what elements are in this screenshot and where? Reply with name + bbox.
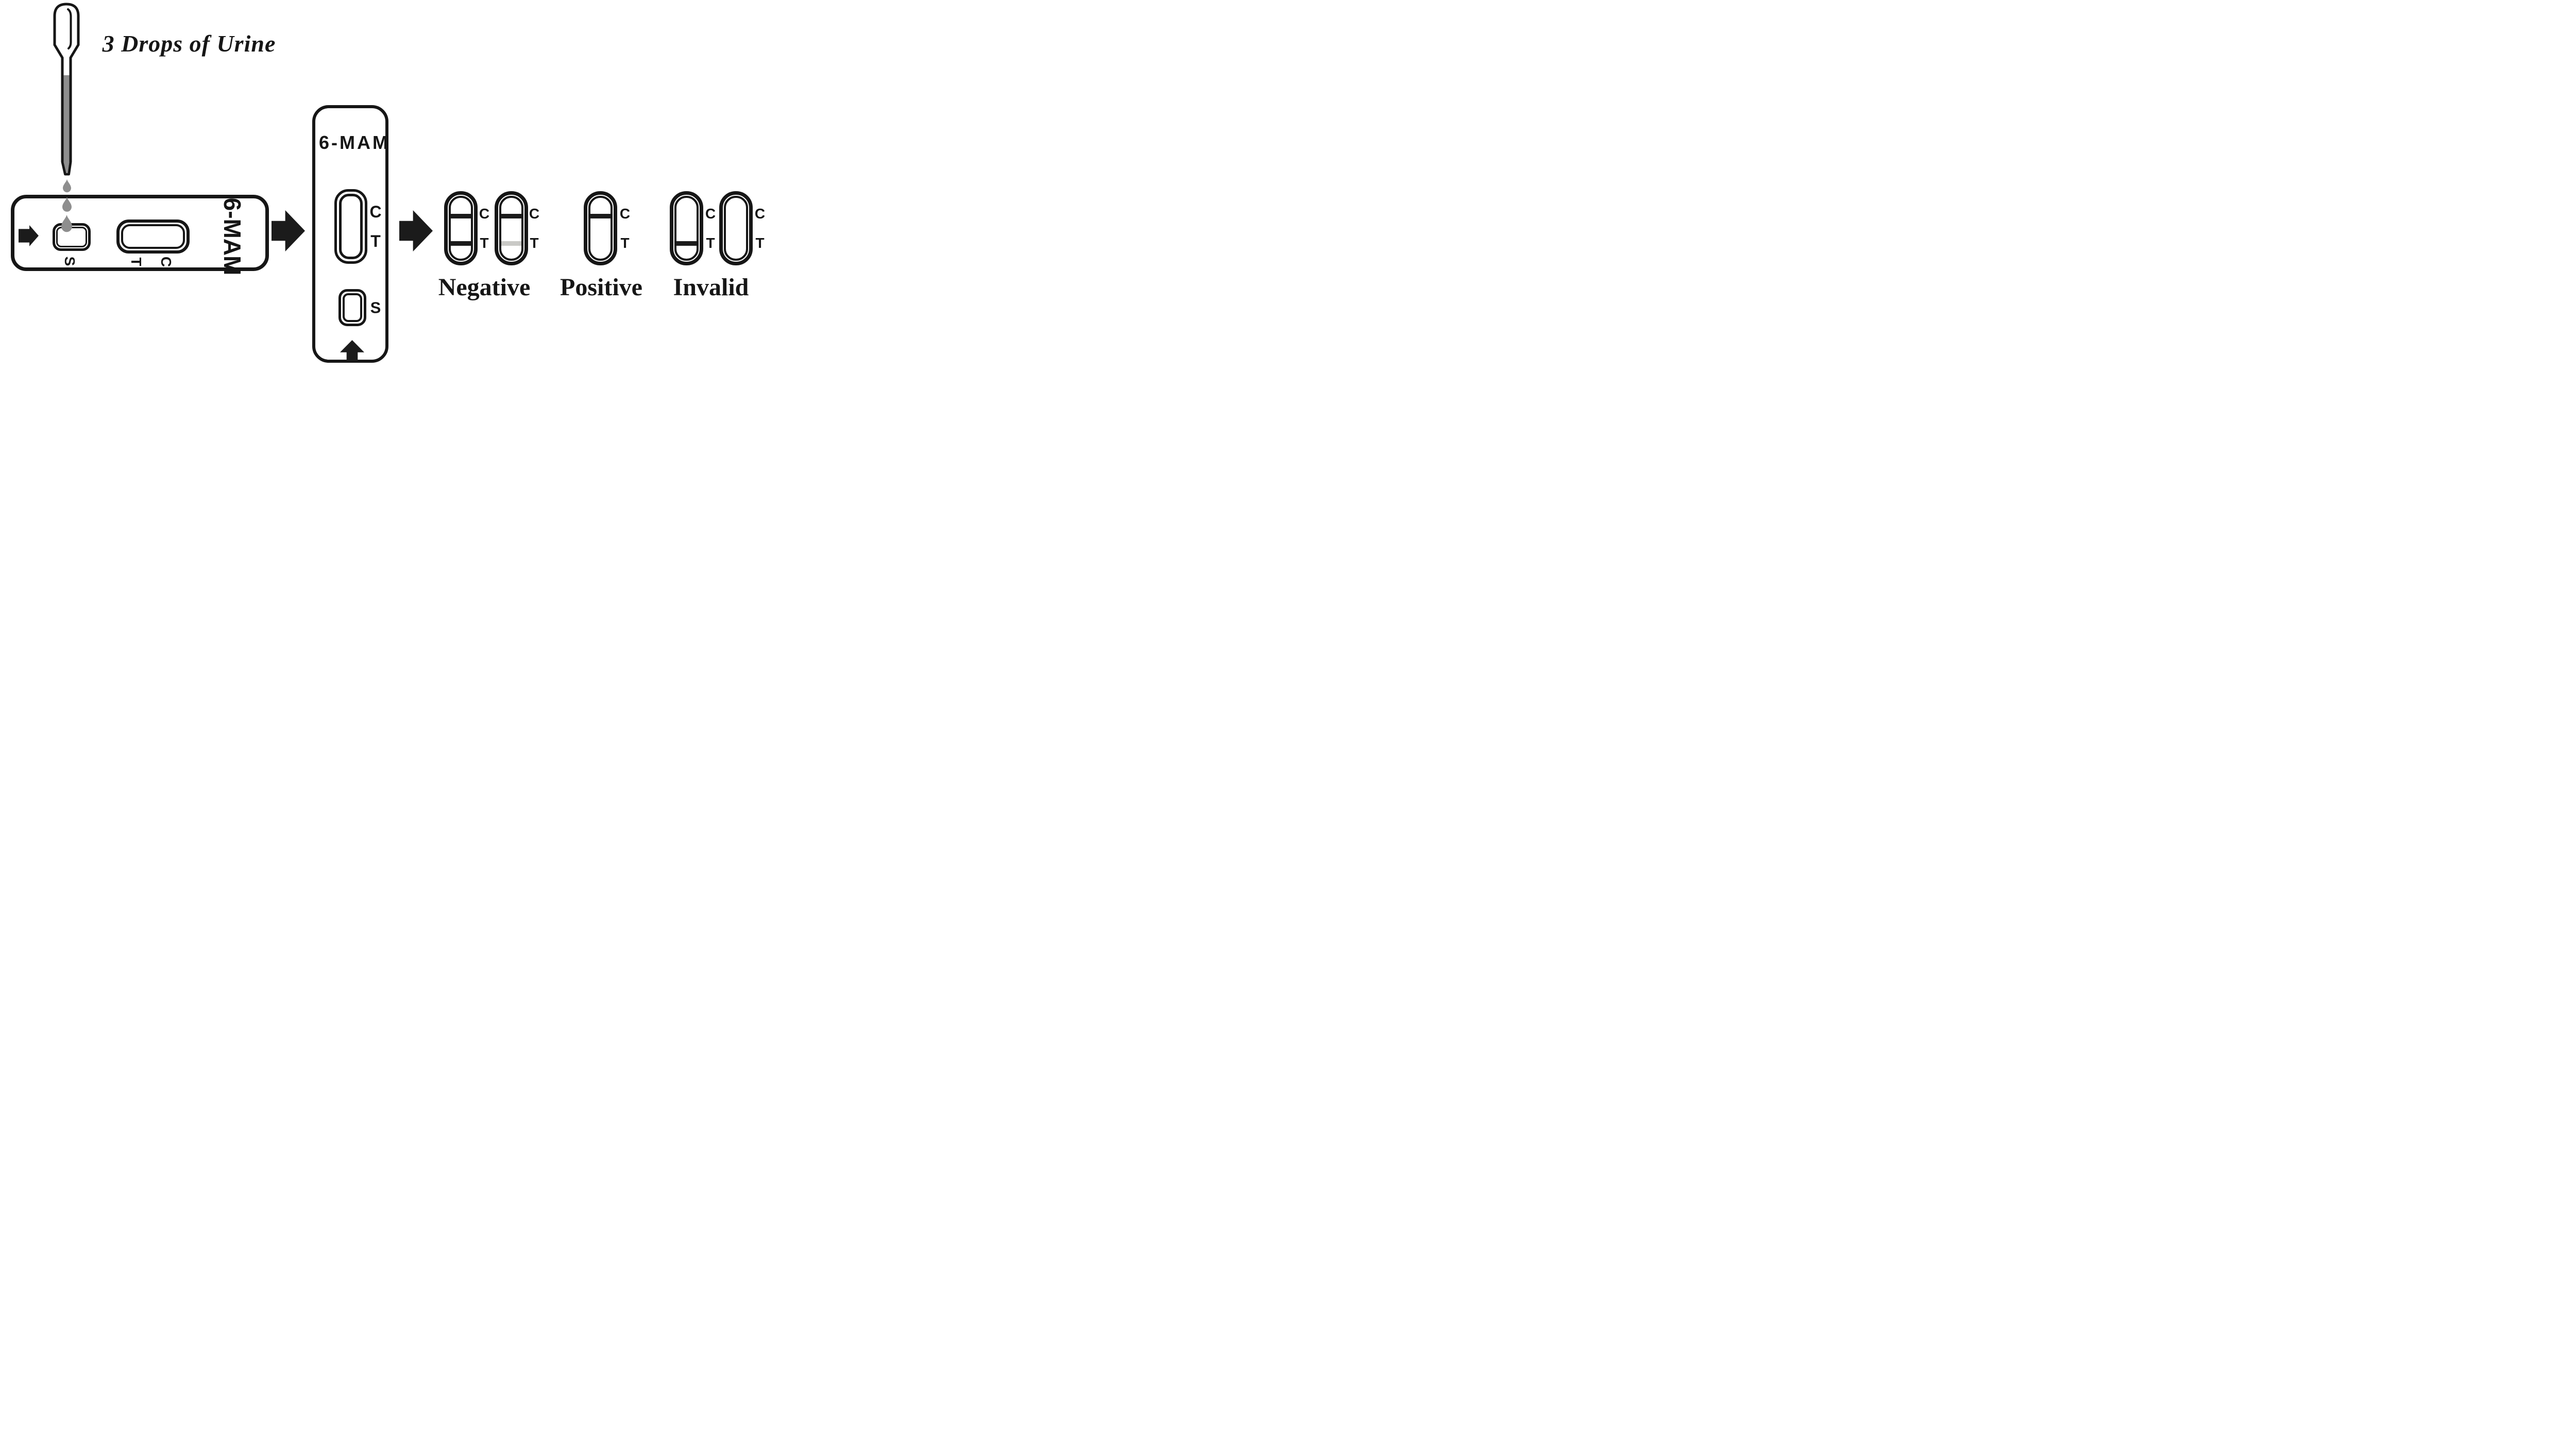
insert-direction-arrow-icon — [340, 340, 364, 361]
drop-shape — [62, 197, 72, 212]
result-strip-window — [588, 196, 613, 261]
sample-well — [338, 289, 366, 326]
control-band — [451, 214, 471, 218]
flow-direction-arrow-icon — [19, 225, 39, 246]
urine-drop-icon — [63, 179, 71, 193]
step-arrow-icon — [399, 210, 433, 251]
sample-well-inner — [56, 227, 87, 247]
result-strip-window — [449, 196, 473, 261]
result-strip-window — [674, 196, 699, 261]
control-band-absent — [676, 214, 697, 218]
result-strip-negative-2 — [495, 191, 528, 265]
test-line-label: T — [370, 232, 381, 250]
sample-well-label: S — [370, 298, 381, 317]
test-procedure-diagram: 3 Drops of Urine S T C 6-MAM 6-MAM — [0, 0, 771, 363]
control-line-label: C — [158, 256, 174, 267]
test-line-label: T — [128, 257, 144, 266]
test-band-absent — [726, 241, 746, 246]
test-band — [676, 241, 697, 246]
result-strip-positive — [584, 191, 617, 265]
urine-dropper-icon — [53, 3, 80, 176]
test-band-absent — [590, 241, 611, 246]
result-strip-negative-1 — [444, 191, 478, 265]
control-line-label: C — [705, 206, 716, 222]
result-window — [334, 189, 367, 264]
test-band-faint — [501, 241, 521, 246]
result-strip-window — [724, 196, 748, 261]
test-line-label: T — [706, 235, 715, 251]
sample-well-inner — [343, 293, 362, 322]
control-band-absent — [726, 214, 746, 218]
result-window-inner — [339, 194, 363, 259]
result-label-invalid: Invalid — [673, 274, 749, 301]
control-band — [590, 214, 611, 218]
result-window-inner — [121, 224, 185, 249]
control-line-label: C — [754, 206, 766, 222]
test-cassette-horizontal: S T C 6-MAM — [11, 195, 269, 275]
control-line-label: C — [479, 206, 490, 222]
dropper-inner-line — [67, 8, 72, 49]
assay-name-label: 6-MAM — [319, 132, 390, 153]
control-band — [501, 214, 521, 218]
result-strip-invalid-2 — [719, 191, 753, 265]
test-line-label: T — [480, 235, 489, 251]
test-line-label: T — [620, 235, 630, 251]
drop-shape — [63, 179, 71, 193]
result-strip-invalid-1 — [670, 191, 703, 265]
drops-instruction-label: 3 Drops of Urine — [102, 30, 276, 57]
control-line-label: C — [619, 206, 631, 222]
urine-drop-icon — [61, 214, 72, 232]
test-line-label: T — [530, 235, 539, 251]
urine-drop-icon — [62, 197, 72, 212]
test-cassette-vertical: 6-MAM C T S — [312, 105, 388, 363]
drop-shape — [61, 214, 72, 232]
result-label-negative: Negative — [438, 274, 531, 301]
assay-name-label: 6-MAM — [219, 197, 246, 276]
result-window — [116, 220, 190, 254]
sample-well-label: S — [62, 256, 78, 266]
test-band — [451, 241, 471, 246]
result-label-positive: Positive — [560, 274, 642, 301]
test-line-label: T — [755, 235, 765, 251]
control-line-label: C — [529, 206, 540, 222]
result-strip-window — [499, 196, 523, 261]
dropper-liquid — [63, 75, 70, 173]
control-line-label: C — [369, 203, 382, 221]
step-arrow-icon — [272, 210, 305, 251]
